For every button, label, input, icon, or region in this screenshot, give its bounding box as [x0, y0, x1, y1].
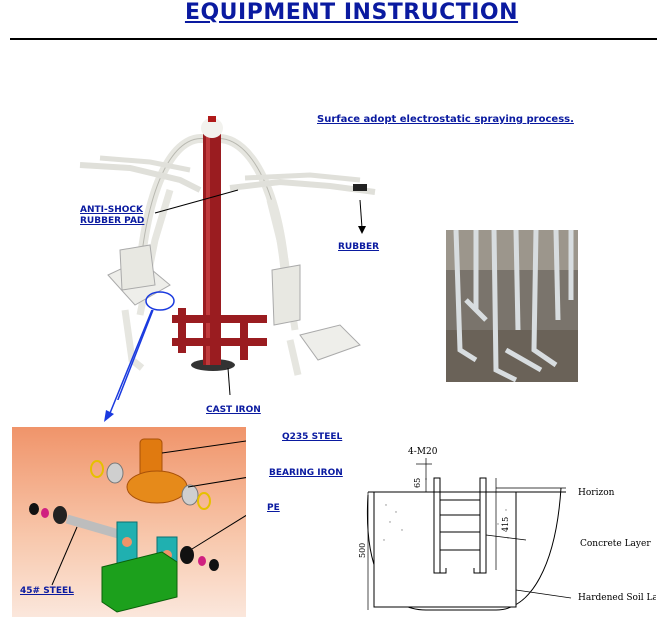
label-anti-shock: ANTI-SHOCK RUBBER PAD	[80, 205, 145, 226]
detail-arrow	[117, 309, 154, 400]
label-cast-iron: CAST IRON	[206, 405, 261, 415]
page-title: EQUIPMENT INSTRUCTION	[184, 0, 519, 25]
dim-415: 415	[501, 517, 510, 532]
label-bearing-iron: BEARING IRON	[269, 468, 343, 478]
coated-frames-photo	[446, 230, 578, 382]
equipment-illustration	[79, 116, 376, 400]
foundation-drawing: 4-M20 65 415 500 Horizon Concrete Layer …	[358, 447, 656, 611]
rubber-grip	[353, 184, 367, 191]
dim-top: 4-M20	[408, 447, 438, 457]
exploded-parts-view	[12, 427, 246, 617]
horizon-label: Horizon	[578, 488, 615, 498]
dim-500: 500	[358, 543, 367, 558]
label-rubber: RUBBER	[338, 242, 380, 252]
pad-highlight	[145, 291, 175, 311]
label-45-steel: 45# STEEL	[20, 586, 74, 596]
detail-arrow-head	[104, 309, 153, 422]
title-divider	[10, 38, 657, 40]
dim-65: 65	[413, 478, 422, 488]
surface-note: Surface adopt electrostatic spraying pro…	[317, 114, 574, 125]
label-q235-steel: Q235 STEEL	[282, 432, 343, 442]
hardened-soil-label: Hardened Soil Layer	[578, 593, 656, 603]
concrete-label: Concrete Layer	[580, 539, 651, 549]
label-pe: PE	[267, 503, 280, 513]
